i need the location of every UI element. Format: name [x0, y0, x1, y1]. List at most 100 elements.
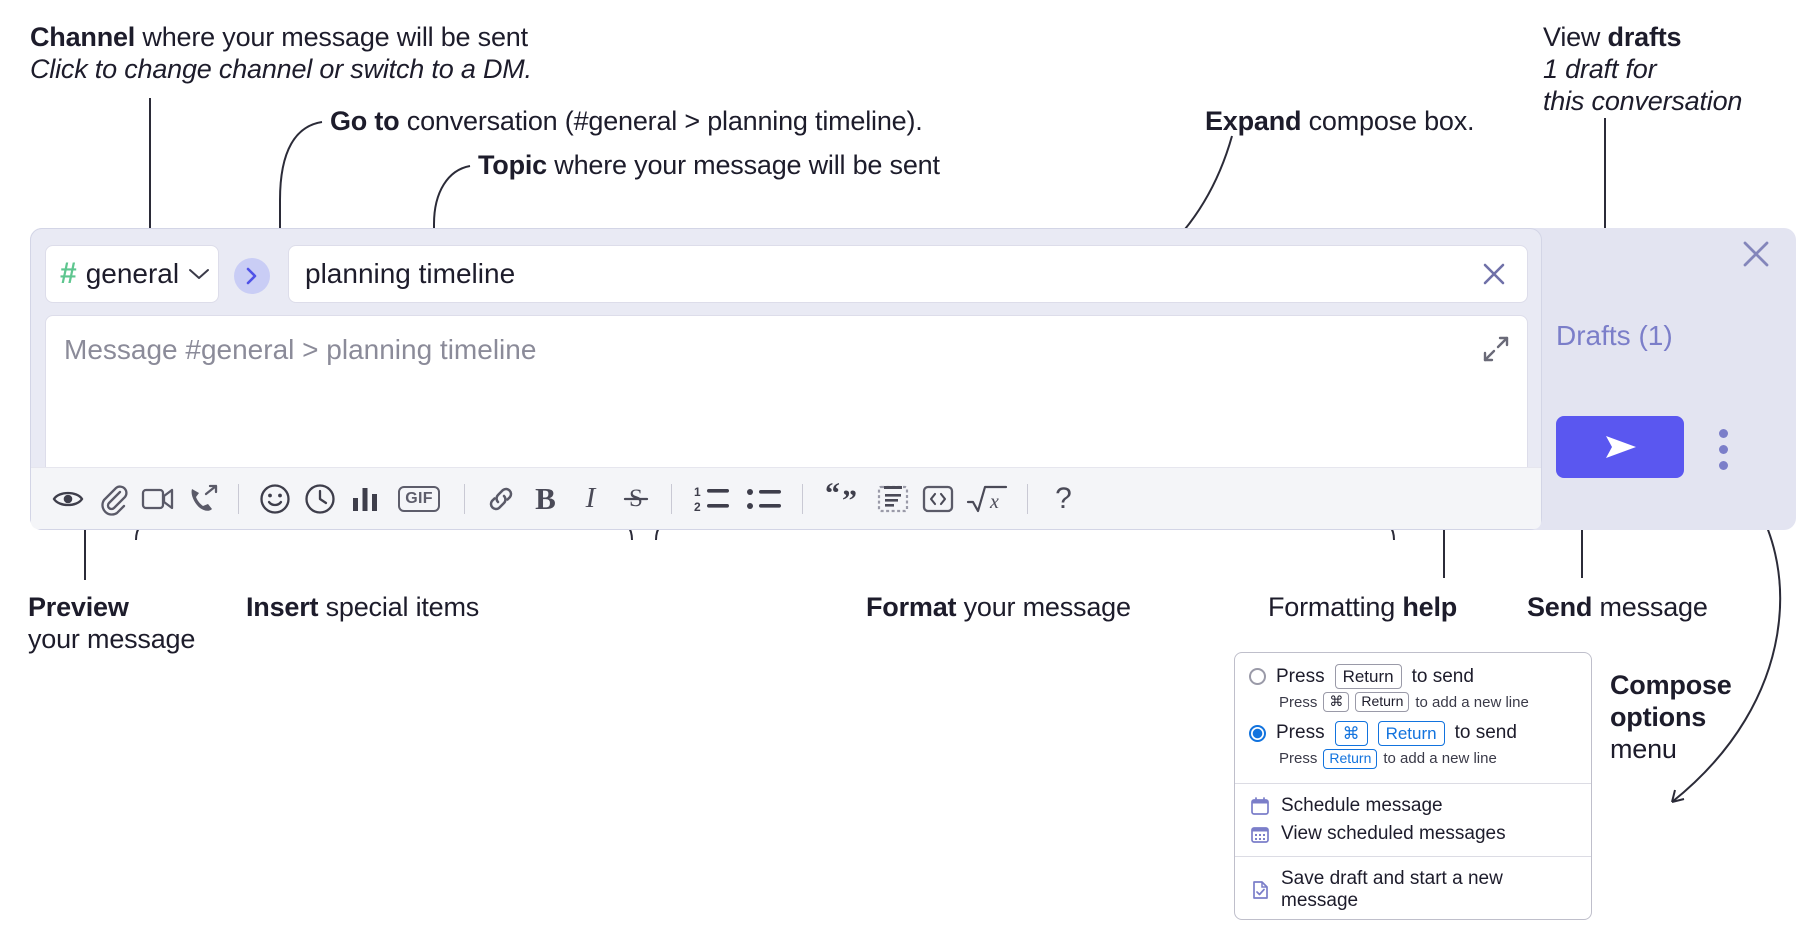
menu-option-cmd-return-to-send[interactable]: Press ⌘ Return to send	[1235, 718, 1591, 749]
annotation-drafts-italic-2: this conversation	[1543, 85, 1743, 116]
svg-text:1: 1	[694, 485, 701, 499]
option2-pre: Press	[1276, 722, 1325, 744]
help-icon[interactable]: ?	[1041, 476, 1086, 521]
annotation-goto-rest: conversation (#general > planning timeli…	[399, 106, 923, 136]
annotation-topic: Topic where your message will be sent	[478, 150, 940, 182]
annotation-drafts-italic-1: 1 draft for	[1543, 53, 1657, 84]
annotation-insert: Insert special items	[246, 592, 479, 624]
video-icon[interactable]	[135, 476, 180, 521]
annotation-channel-italic: Click to change channel or switch to a D…	[30, 53, 532, 84]
italic-label: I	[585, 482, 596, 514]
separator-3	[671, 483, 672, 514]
annotation-goto: Go to conversation (#general > planning …	[330, 106, 923, 138]
separator-5	[1027, 483, 1028, 514]
hash-icon: #	[60, 257, 77, 290]
annotation-channel-bold: Channel	[30, 22, 136, 52]
annotation-topic-rest: where your message will be sent	[547, 150, 940, 180]
option2-key-return: Return	[1377, 720, 1445, 746]
poll-icon[interactable]	[342, 476, 387, 521]
send-icon	[1606, 436, 1636, 458]
more-options-dot	[1718, 460, 1728, 470]
annotation-channel: Channel where your message will be sent …	[30, 22, 532, 86]
menu-option-return-to-send[interactable]: Press Return to send	[1235, 661, 1591, 692]
annotation-expand: Expand compose box.	[1205, 106, 1475, 138]
gif-icon[interactable]: GIF	[387, 476, 451, 521]
svg-text:x: x	[989, 491, 999, 513]
call-icon[interactable]	[180, 476, 225, 521]
menu-item-label: View scheduled messages	[1281, 822, 1506, 844]
blockquote-icon[interactable]: “”	[816, 476, 870, 521]
code-icon[interactable]	[915, 476, 960, 521]
emoji-icon[interactable]	[252, 476, 297, 521]
option1-sub-key-return: Return	[1355, 692, 1410, 712]
compose-options-button[interactable]	[1710, 424, 1736, 474]
separator-4	[802, 483, 803, 514]
separator-2	[464, 483, 465, 514]
menu-item-view-scheduled-messages[interactable]: View scheduled messages	[1235, 820, 1591, 848]
annotation-drafts-bold: drafts	[1607, 22, 1682, 52]
annotation-preview: Preview your message	[28, 592, 195, 656]
menu-divider-2	[1235, 855, 1591, 857]
strikethrough-icon[interactable]: S	[613, 476, 658, 521]
menu-item-save-draft[interactable]: Save draft and start a new message	[1235, 865, 1591, 915]
drafts-send-panel: Drafts (1)	[1542, 228, 1796, 530]
option2-sub-post: to add a new line	[1383, 750, 1497, 768]
close-icon[interactable]	[1477, 257, 1511, 291]
attachment-icon[interactable]	[90, 476, 135, 521]
topic-field[interactable]: planning timeline	[288, 245, 1528, 303]
clock-icon[interactable]	[297, 476, 342, 521]
channel-name-label: general	[85, 258, 180, 289]
annotation-insert-rest: special items	[318, 592, 480, 622]
option2-post: to send	[1454, 722, 1517, 744]
option1-sub-post: to add a new line	[1415, 693, 1529, 711]
menu-item-schedule-message[interactable]: Schedule message	[1235, 792, 1591, 820]
drafts-link[interactable]: Drafts (1)	[1556, 320, 1673, 351]
annotation-expand-bold: Expand	[1205, 106, 1302, 136]
option1-key-return: Return	[1334, 664, 1402, 690]
option1-post: to send	[1411, 665, 1474, 687]
annotation-insert-bold: Insert	[246, 592, 319, 622]
save-draft-icon	[1249, 879, 1271, 901]
radio-selected-icon[interactable]	[1249, 724, 1266, 742]
annotation-help-pre: Formatting	[1268, 592, 1403, 622]
preview-icon[interactable]	[45, 476, 90, 521]
more-options-dot	[1718, 444, 1728, 454]
radio-unselected-icon[interactable]	[1249, 668, 1266, 686]
message-placeholder: Message #general > planning timeline	[64, 334, 537, 365]
calendar-grid-icon	[1249, 823, 1271, 845]
calendar-icon	[1249, 795, 1271, 817]
bulleted-list-icon[interactable]	[739, 476, 789, 521]
expand-icon[interactable]	[1479, 332, 1513, 366]
link-icon[interactable]	[478, 476, 523, 521]
menu-item-label: Save draft and start a new message	[1281, 867, 1503, 911]
option2-sub-pre: Press	[1279, 750, 1318, 768]
annotation-topic-bold: Topic	[478, 150, 547, 180]
option1-sub-key-cmd: ⌘	[1323, 692, 1350, 712]
annotation-preview-rest: your message	[28, 623, 196, 654]
option2-key-cmd: ⌘	[1334, 720, 1368, 746]
bold-icon[interactable]: B	[523, 476, 568, 521]
close-icon[interactable]	[1738, 236, 1774, 272]
bold-label: B	[535, 480, 556, 516]
chevron-right-icon	[246, 267, 257, 285]
latex-icon[interactable]: x	[960, 476, 1014, 521]
goto-conversation-button[interactable]	[234, 258, 270, 294]
annotation-compose-options: Compose options menu	[1610, 670, 1732, 766]
topic-value: planning timeline	[305, 258, 516, 289]
code-block-icon[interactable]	[870, 476, 915, 521]
menu-divider-1	[1235, 782, 1591, 784]
annotation-send-bold: Send	[1527, 592, 1593, 622]
send-button[interactable]	[1556, 416, 1684, 478]
option2-sub-key-return: Return	[1323, 749, 1378, 769]
option1-sub-pre: Press	[1279, 693, 1318, 711]
annotation-channel-rest: where your message will be sent	[135, 22, 528, 52]
channel-select[interactable]: # general	[45, 245, 219, 303]
italic-icon[interactable]: I	[568, 476, 613, 521]
annotation-send-rest: message	[1592, 592, 1708, 622]
compose-widget: # general planning timeline Message #gen…	[30, 228, 1796, 530]
more-options-dot	[1718, 428, 1728, 438]
annotation-expand-rest: compose box.	[1301, 106, 1475, 136]
separator-1	[238, 483, 239, 514]
